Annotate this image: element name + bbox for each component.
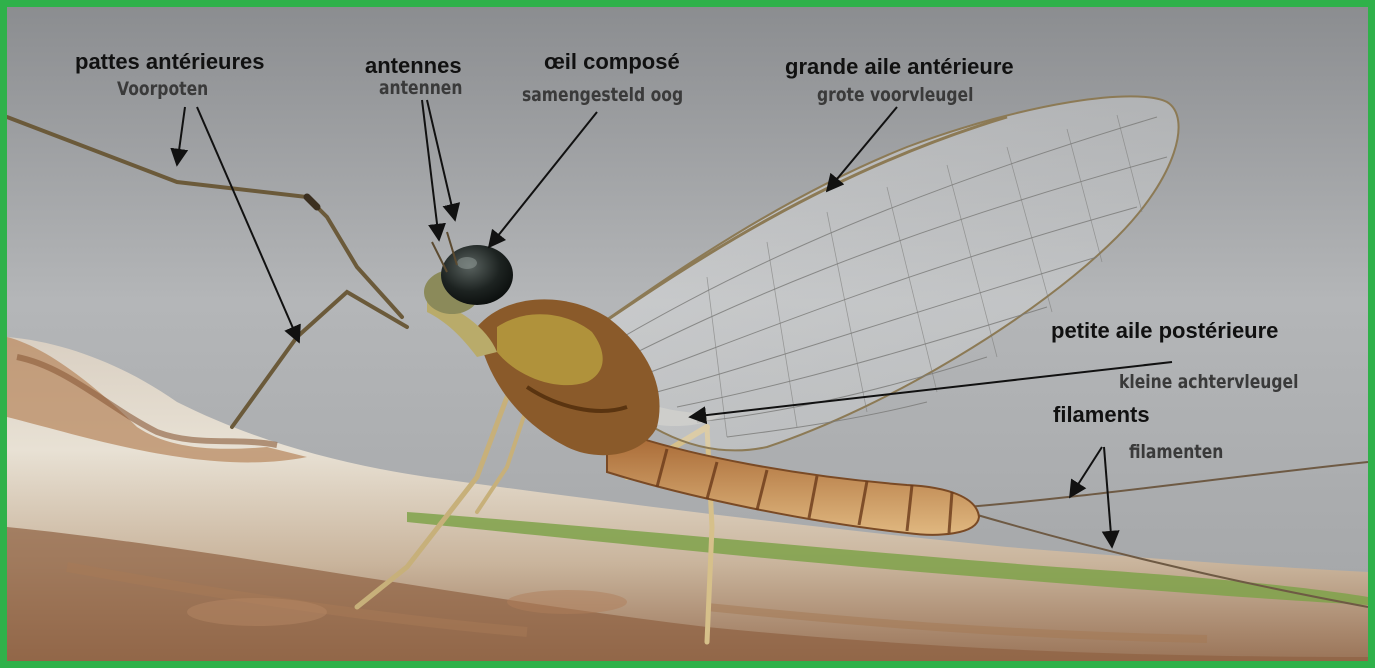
label-antennae-nl: antennen: [379, 79, 462, 98]
label-hindwing-nl: kleine achtervleugel: [1119, 373, 1298, 392]
label-compound-eye-nl: samengesteld oog: [522, 86, 683, 105]
label-hindwing-fr: petite aile postérieure: [1051, 320, 1278, 342]
label-front-legs-nl: Voorpoten: [117, 80, 208, 99]
label-antennae-fr: antennes: [365, 55, 462, 77]
label-forewing-fr: grande aile antérieure: [785, 56, 1014, 78]
label-forewing-nl: grote voorvleugel: [817, 86, 973, 105]
label-front-legs-fr: pattes antérieures: [75, 51, 265, 73]
label-filaments-fr: filaments: [1053, 404, 1150, 426]
label-filaments-nl: filamenten: [1129, 443, 1223, 462]
label-compound-eye-fr: œil composé: [544, 51, 680, 73]
